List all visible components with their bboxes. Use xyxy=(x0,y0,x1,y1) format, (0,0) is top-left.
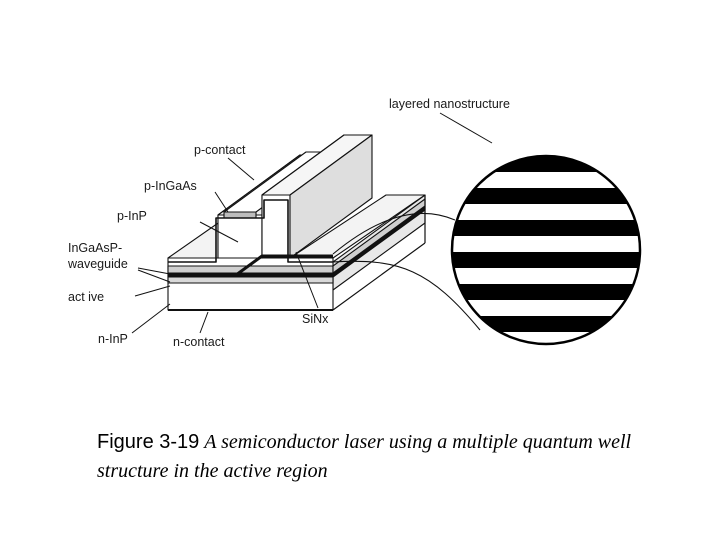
magnifier-connector-lower xyxy=(332,260,481,331)
waveguide-layer-front xyxy=(167,265,334,274)
label-ingaasp-line1: InGaAsP- xyxy=(68,241,122,255)
magnifier-outline xyxy=(450,154,642,346)
label-p-contact: p-contact xyxy=(194,143,246,157)
sinx-layer xyxy=(168,199,333,263)
figure-caption: Figure 3-19 A semiconductor laser using … xyxy=(97,428,697,486)
label-ingaasp-line2: waveguide xyxy=(67,257,128,271)
label-n-contact: n-contact xyxy=(173,335,225,349)
magnifier-connector-upper xyxy=(332,212,456,255)
labels: layered nanostructure p-contact p-InGaAs… xyxy=(67,97,510,349)
label-p-inp: p-InP xyxy=(117,209,147,223)
figure-number: Figure 3-19 xyxy=(97,431,200,453)
device-block xyxy=(167,134,426,311)
label-n-inp: n-InP xyxy=(98,332,128,346)
p-contact-strip-edge xyxy=(223,211,257,219)
label-active: act ive xyxy=(68,290,104,304)
ridge-front-face xyxy=(217,214,263,259)
cap-right-face xyxy=(289,134,373,259)
label-sinx: SiNx xyxy=(302,312,329,326)
figure-caption-text: A semiconductor laser using a multiple q… xyxy=(97,431,632,482)
leader-lines xyxy=(131,112,493,334)
label-p-ingaas: p-InGaAs xyxy=(144,179,197,193)
label-layered-nanostructure: layered nanostructure xyxy=(389,97,510,111)
cap-front xyxy=(261,194,291,259)
nanostructure-magnifier xyxy=(450,154,642,346)
waveguide-layer-front-lower xyxy=(167,276,334,284)
